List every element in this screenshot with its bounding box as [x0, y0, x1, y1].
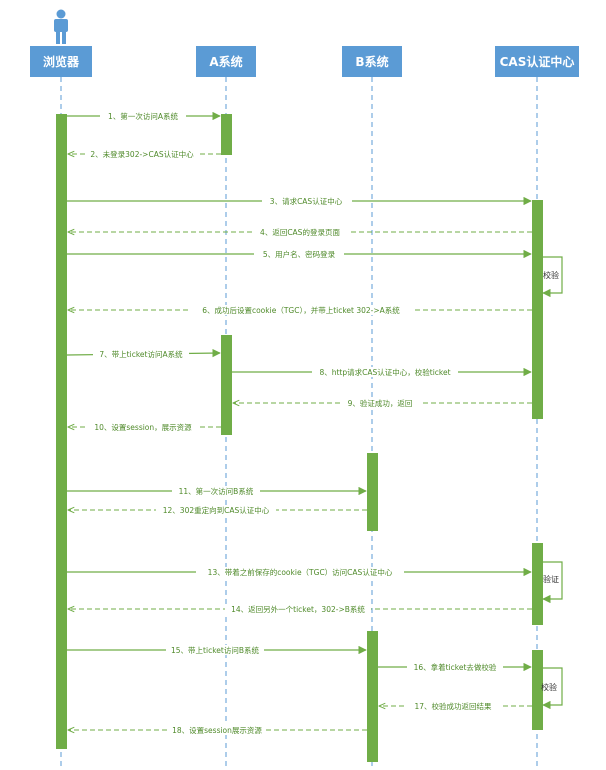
activation-a-2: [221, 335, 232, 435]
activation-a-1: [221, 114, 232, 155]
self-call-3: 校验: [541, 667, 563, 710]
message-2-label: 2、未登录302->CAS认证中心: [90, 149, 194, 159]
activation-browser: [56, 114, 67, 749]
message-5: 5、用户名、密码登录: [67, 249, 532, 259]
message-18-label: 18、设置session展示资源: [172, 725, 262, 735]
message-14-label: 14、返回另外一个ticket，302->B系统: [231, 604, 365, 614]
message-8-label: 8、http请求CAS认证中心，校验ticket: [319, 367, 450, 377]
message-14: 14、返回另外一个ticket，302->B系统: [68, 604, 532, 614]
message-4-label: 4、返回CAS的登录页面: [260, 227, 340, 237]
message-18: 18、设置session展示资源: [68, 725, 367, 735]
participant-browser-label: 浏览器: [43, 54, 80, 69]
message-15-label: 15、带上ticket访问B系统: [171, 645, 259, 655]
message-6-label: 6、成功后设置cookie（TGC），并带上ticket 302->A系统: [202, 305, 400, 315]
message-17-label: 17、校验成功返回结果: [414, 701, 492, 711]
message-1: 1、第一次访问A系统: [67, 111, 221, 121]
self-call-2-label: 验证: [543, 574, 559, 584]
participant-a-label: A系统: [209, 54, 242, 69]
message-5-label: 5、用户名、密码登录: [263, 249, 336, 259]
message-15: 15、带上ticket访问B系统: [67, 645, 367, 655]
message-8: 8、http请求CAS认证中心，校验ticket: [232, 367, 532, 377]
participant-a: A系统: [196, 46, 256, 77]
self-call-2: 验证: [542, 561, 563, 604]
message-10-label: 10、设置session，展示资源: [94, 422, 192, 432]
self-call-1: 校验: [542, 256, 563, 298]
participant-cas-label: CAS认证中心: [500, 54, 575, 69]
message-4: 4、返回CAS的登录页面: [68, 227, 532, 237]
message-16: 16、拿着ticket去做校验: [378, 662, 532, 672]
message-13-label: 13、带着之前保存的cookie（TGC）访问CAS认证中心: [208, 567, 393, 577]
message-17: 17、校验成功返回结果: [379, 701, 532, 711]
message-7-label: 7、带上ticket访问A系统: [99, 349, 183, 359]
message-11: 11、第一次访问B系统: [67, 486, 367, 496]
message-12: 12、302重定向到CAS认证中心: [68, 505, 367, 515]
message-12-label: 12、302重定向到CAS认证中心: [163, 505, 270, 515]
message-9-label: 9、验证成功，返回: [348, 398, 413, 408]
participant-b-label: B系统: [355, 54, 388, 69]
activation-cas-1: [532, 200, 543, 419]
message-7: 7、带上ticket访问A系统: [66, 348, 221, 359]
message-1-label: 1、第一次访问A系统: [108, 111, 178, 121]
message-3-label: 3、请求CAS认证中心: [270, 196, 343, 206]
message-10: 10、设置session，展示资源: [68, 422, 221, 432]
activation-cas-3: [532, 650, 543, 730]
participant-b: B系统: [342, 46, 402, 77]
self-call-3-label: 校验: [541, 682, 557, 692]
self-call-1-label: 校验: [543, 270, 559, 280]
message-2: 2、未登录302->CAS认证中心: [68, 149, 221, 159]
participant-cas: CAS认证中心: [495, 46, 579, 77]
activation-b-2: [367, 631, 378, 762]
message-11-label: 11、第一次访问B系统: [179, 486, 254, 496]
message-3: 3、请求CAS认证中心: [67, 196, 532, 206]
participant-browser: 浏览器: [30, 46, 92, 77]
activation-cas-2: [532, 543, 543, 625]
message-9: 9、验证成功，返回: [233, 398, 532, 408]
activation-b-1: [367, 453, 378, 531]
message-16-label: 16、拿着ticket去做校验: [414, 662, 497, 672]
message-13: 13、带着之前保存的cookie（TGC）访问CAS认证中心: [67, 567, 532, 577]
message-6: 6、成功后设置cookie（TGC），并带上ticket 302->A系统: [68, 305, 532, 315]
user-actor-icon: [54, 9, 68, 44]
